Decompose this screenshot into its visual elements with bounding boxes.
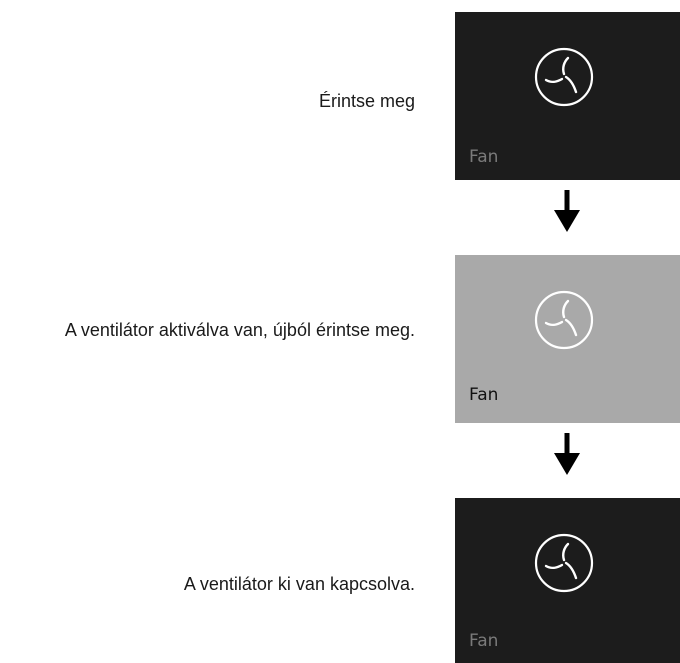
tile-label: Fan	[469, 147, 499, 167]
fan-icon	[534, 533, 594, 593]
fan-tile-active[interactable]: Fan	[455, 255, 680, 423]
fan-icon	[534, 47, 594, 107]
step-2-caption: A ventilátor aktiválva van, újból érints…	[64, 320, 415, 340]
fan-icon	[534, 290, 594, 350]
fan-tile-inactive[interactable]: Fan	[455, 12, 680, 180]
arrow-down-icon	[554, 190, 580, 232]
step-1-caption: Érintse meg	[318, 91, 415, 111]
fan-tile-inactive[interactable]: Fan	[455, 498, 680, 663]
tile-label: Fan	[469, 631, 499, 651]
arrow-down-icon	[554, 433, 580, 475]
tile-label: Fan	[469, 385, 499, 405]
step-3-caption: A ventilátor ki van kapcsolva.	[183, 574, 415, 594]
